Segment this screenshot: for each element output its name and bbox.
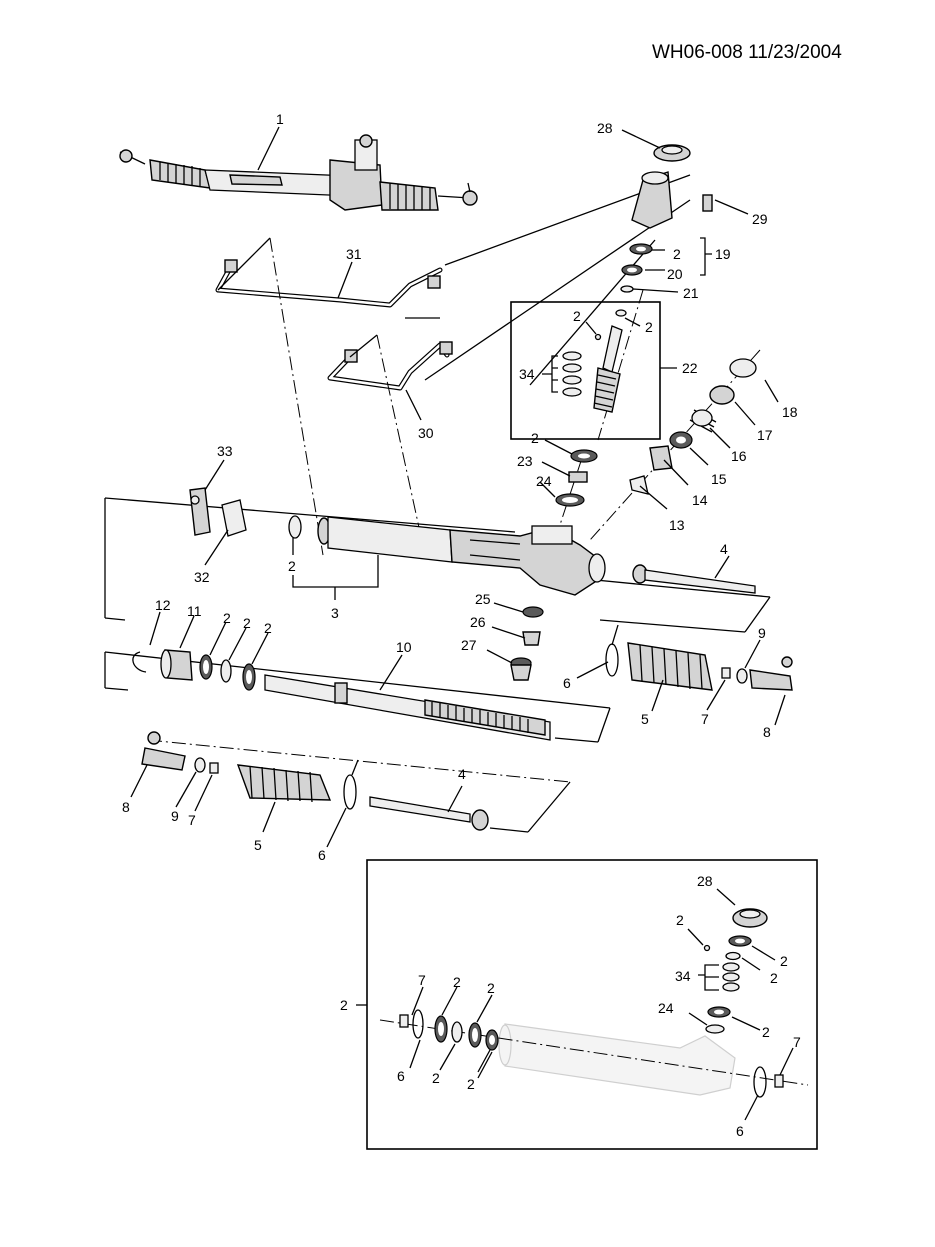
- rack-housing-illustration: [189, 487, 606, 596]
- callout-labels: 1 28 29 2 19 20 21 31 2 2 34 22 18 17 30…: [122, 111, 801, 1139]
- callout-8: 8: [122, 799, 130, 815]
- callout-24: 24: [658, 1000, 674, 1016]
- seal-kit-inset-illustration: [379, 908, 809, 1098]
- callout-2: 2: [645, 319, 653, 335]
- callout-2: 2: [340, 997, 348, 1013]
- fluid-pipe-31: [215, 259, 443, 308]
- callout-28: 28: [597, 120, 613, 136]
- callout-4: 4: [458, 766, 466, 782]
- callout-4: 4: [720, 541, 728, 557]
- left-boot-and-tie-rod-end: [141, 731, 489, 831]
- callout-2: 2: [223, 610, 231, 626]
- callout-13: 13: [669, 517, 685, 533]
- inner-tie-rod-upper: [632, 564, 756, 594]
- callout-9: 9: [758, 625, 766, 641]
- callout-27: 27: [461, 637, 477, 653]
- callout-5: 5: [641, 711, 649, 727]
- callout-14: 14: [692, 492, 708, 508]
- callout-17: 17: [757, 427, 773, 443]
- callout-19: 19: [715, 246, 731, 262]
- callout-2: 2: [243, 615, 251, 631]
- callout-31: 31: [346, 246, 362, 262]
- callout-16: 16: [731, 448, 747, 464]
- callout-2: 2: [673, 246, 681, 262]
- callout-2: 2: [264, 620, 272, 636]
- adjuster-parts: [510, 606, 544, 681]
- callout-2: 2: [453, 974, 461, 990]
- callout-2: 2: [770, 970, 778, 986]
- callout-21: 21: [683, 285, 699, 301]
- fluid-pipe-30: [327, 341, 453, 391]
- callout-32: 32: [194, 569, 210, 585]
- callout-5: 5: [254, 837, 262, 853]
- callout-34: 34: [675, 968, 691, 984]
- callout-7: 7: [418, 972, 426, 988]
- callout-2: 2: [487, 980, 495, 996]
- callout-33: 33: [217, 443, 233, 459]
- callout-2: 2: [467, 1076, 475, 1092]
- callout-11: 11: [187, 603, 202, 619]
- callout-7: 7: [188, 812, 196, 828]
- seal-kit-inset-box: [366, 859, 818, 1150]
- rack-and-bushings: [132, 649, 551, 741]
- callout-2: 2: [531, 430, 539, 446]
- callout-7: 7: [701, 711, 709, 727]
- callout-2: 2: [676, 912, 684, 928]
- callout-8: 8: [763, 724, 771, 740]
- pinion-valve-illustration: [562, 309, 627, 413]
- steering-gear-assembly-illustration: [119, 134, 478, 211]
- callout-2: 2: [432, 1070, 440, 1086]
- callout-9: 9: [171, 808, 179, 824]
- callout-26: 26: [470, 614, 486, 630]
- callout-29: 29: [752, 211, 768, 227]
- callout-23: 23: [517, 453, 533, 469]
- right-boot-and-tie-rod-end: [605, 624, 793, 691]
- callout-2: 2: [573, 308, 581, 324]
- callout-1: 1: [276, 111, 284, 127]
- callout-22: 22: [682, 360, 698, 376]
- callout-6: 6: [318, 847, 326, 863]
- callout-20: 20: [667, 266, 683, 282]
- callout-6: 6: [736, 1123, 744, 1139]
- callout-24: 24: [536, 473, 552, 489]
- diagram-reference-code: WH06-008 11/23/2004: [652, 42, 842, 63]
- callout-3: 3: [331, 605, 339, 621]
- callout-15: 15: [711, 471, 727, 487]
- callout-6: 6: [397, 1068, 405, 1084]
- callout-30: 30: [418, 425, 434, 441]
- callout-34: 34: [519, 366, 535, 382]
- callout-2: 2: [288, 558, 296, 574]
- leader-lines: [130, 126, 794, 1121]
- callout-18: 18: [782, 404, 798, 420]
- callout-6: 6: [563, 675, 571, 691]
- callout-10: 10: [396, 639, 412, 655]
- callout-2: 2: [780, 953, 788, 969]
- valve-housing-group: [620, 144, 713, 293]
- callout-2: 2: [762, 1024, 770, 1040]
- pinion-valve-box: [510, 301, 661, 440]
- callout-25: 25: [475, 591, 491, 607]
- callout-12: 12: [155, 597, 171, 613]
- callout-7: 7: [793, 1034, 801, 1050]
- callout-28: 28: [697, 873, 713, 889]
- seal-and-bearing-parts: [555, 358, 757, 507]
